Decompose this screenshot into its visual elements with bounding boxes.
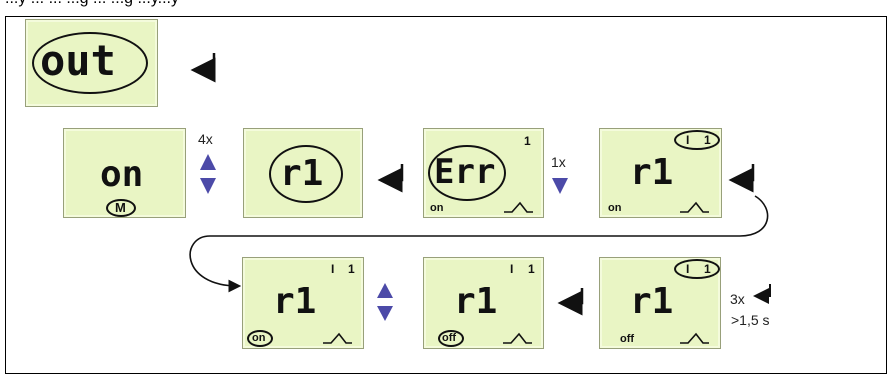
switch-contact-icon [504, 201, 533, 213]
mode-indicator: on [252, 332, 266, 344]
lcd-err: 1 Err on [423, 128, 544, 218]
mode-indicator: off [442, 332, 457, 344]
header-text: ...y ... ... ...g ... ...g ...y...y [5, 0, 179, 8]
enter-arrow-icon [728, 164, 755, 193]
lcd-out: out [25, 19, 158, 107]
channel-number: 1 [524, 134, 531, 148]
lcd-text: r1 [280, 153, 324, 194]
down-arrow-icon [552, 178, 568, 194]
lcd-text: r1 [454, 281, 498, 322]
relay-indicator: I [686, 262, 690, 276]
highlight-ellipse [247, 330, 273, 347]
lcd-r1-off-a: I 1 r1 off [423, 257, 544, 349]
switch-contact-icon [323, 332, 352, 344]
relay-indicator: I [331, 262, 335, 276]
flow-connector [189, 195, 769, 293]
channel-number: 1 [528, 262, 535, 276]
highlight-ellipse [269, 145, 343, 203]
memory-indicator: M [115, 200, 126, 215]
switch-contact-icon [680, 332, 709, 344]
lcd-r1-off-b: I 1 r1 off [599, 257, 721, 349]
highlight-ellipse [674, 130, 720, 150]
lcd-text: r1 [273, 281, 317, 322]
lcd-text: r1 [630, 152, 674, 193]
highlight-ellipse [438, 330, 464, 347]
highlight-ellipse [32, 32, 148, 94]
up-down-arrow-icon [377, 283, 393, 321]
lcd-text: out [40, 36, 116, 85]
switch-contact-icon [503, 332, 532, 344]
highlight-ellipse [106, 199, 136, 217]
enter-arrow-icon [753, 284, 771, 304]
highlight-ellipse [428, 145, 506, 201]
lcd-on: on M [63, 128, 186, 218]
relay-indicator: I [510, 262, 514, 276]
channel-number: 1 [704, 133, 711, 147]
enter-arrow-icon [557, 288, 584, 316]
lcd-text: on [100, 154, 144, 195]
lcd-text: Err [434, 152, 496, 192]
enter-arrow-icon [377, 164, 404, 193]
mode-indicator: off [620, 333, 635, 345]
hold-time-label: >1,5 s [731, 312, 770, 328]
up-down-arrow-icon [200, 154, 216, 194]
lcd-text: r1 [630, 281, 674, 322]
channel-number: 1 [704, 262, 711, 276]
lcd-r1-on-b: I 1 r1 on [242, 257, 364, 349]
mode-indicator: on [608, 202, 622, 214]
repeat-label: 3x [730, 291, 745, 307]
switch-contact-icon [680, 201, 709, 213]
relay-indicator: I [686, 133, 690, 147]
lcd-r1-on-a: I 1 r1 on [599, 128, 722, 218]
mode-indicator: on [430, 202, 444, 214]
enter-arrow-icon [190, 53, 216, 83]
lcd-r1-select: r1 [243, 128, 363, 218]
channel-number: 1 [348, 262, 355, 276]
repeat-label: 4x [198, 131, 213, 147]
repeat-label: 1x [551, 154, 566, 170]
highlight-ellipse [674, 259, 720, 279]
cropped-header: ...y ... ... ...g ... ...g ...y...y [0, 0, 895, 12]
